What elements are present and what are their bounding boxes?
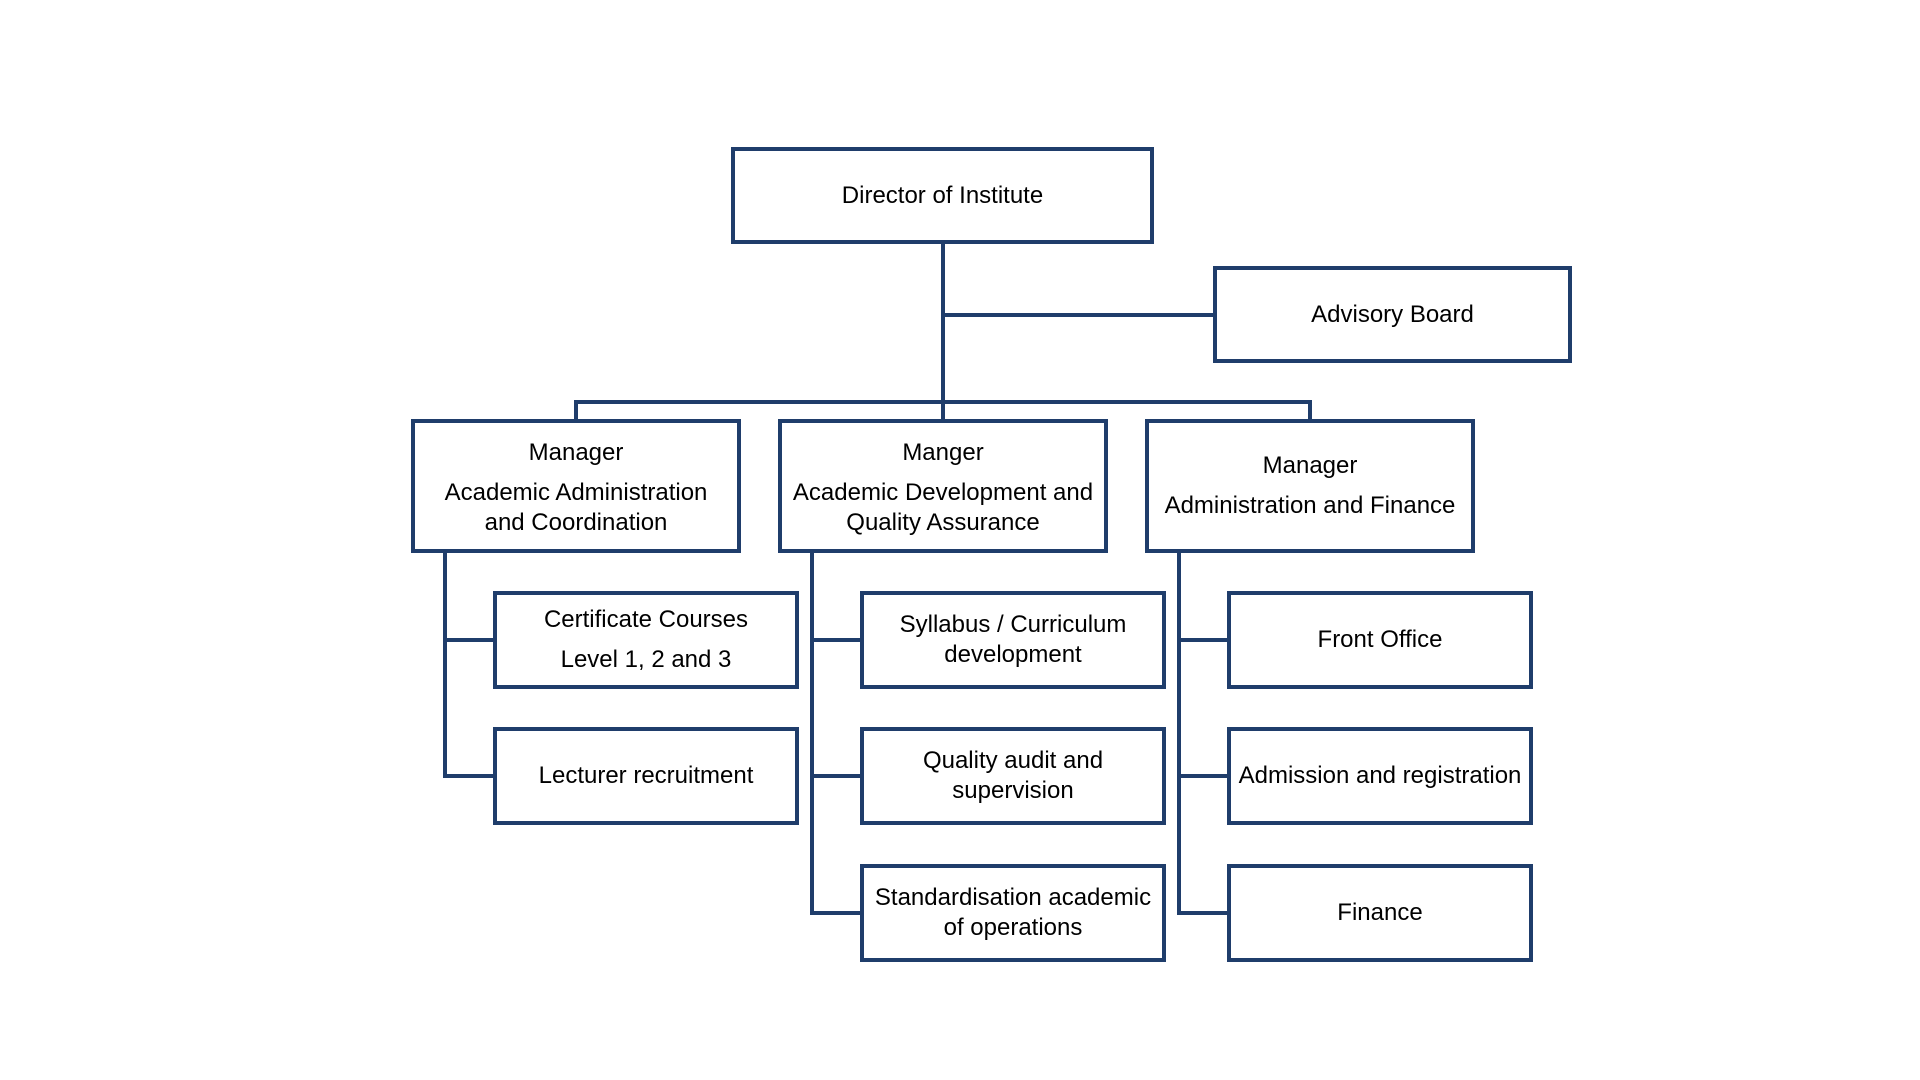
- manager-2-unit-3-line-1: Standardisation academic: [874, 884, 1152, 911]
- manager-2-unit-2-line-2: supervision: [952, 777, 1074, 804]
- manager-1-department-line-2: and Coordination: [484, 509, 668, 536]
- director-box: Director of Institute: [731, 147, 1154, 244]
- manager-3-unit-2-box: Admission and registration: [1227, 727, 1533, 825]
- manager-3-box: Manager Administration and Finance: [1145, 419, 1475, 553]
- manager-2-box: Manger Academic Development and Quality …: [778, 419, 1108, 553]
- manager-3-unit-1-line-1: Front Office: [1317, 626, 1443, 653]
- manager-3-unit-3-line-1: Finance: [1337, 899, 1423, 926]
- manager-1-title: Manager: [528, 439, 624, 466]
- manager-1-unit-1-line-2: Level 1, 2 and 3: [560, 646, 732, 673]
- manager-3-unit-1-box: Front Office: [1227, 591, 1533, 689]
- manager-2-unit-2-box: Quality audit and supervision: [860, 727, 1166, 825]
- manager-3-unit-3-box: Finance: [1227, 864, 1533, 962]
- manager-3-department-line-1: Administration and Finance: [1164, 492, 1456, 519]
- manager-1-unit-2-line-1: Lecturer recruitment: [538, 762, 754, 789]
- manager-2-unit-1-line-1: Syllabus / Curriculum: [899, 611, 1127, 638]
- manager-2-department-line-2: Quality Assurance: [846, 509, 1040, 536]
- manager-2-unit-1-line-2: development: [944, 641, 1082, 668]
- manager-2-unit-2-line-1: Quality audit and: [922, 747, 1104, 774]
- manager-3-title: Manager: [1262, 452, 1358, 479]
- manager-1-department-line-1: Academic Administration: [444, 479, 708, 506]
- manager-1-unit-2-box: Lecturer recruitment: [493, 727, 799, 825]
- advisory-board-label: Advisory Board: [1311, 300, 1474, 328]
- director-label: Director of Institute: [841, 181, 1044, 209]
- manager-2-title: Manger: [902, 439, 984, 466]
- manager-2-department-line-1: Academic Development and: [792, 479, 1094, 506]
- manager-3-unit-2-line-1: Admission and registration: [1238, 762, 1522, 789]
- manager-2-unit-3-box: Standardisation academic of operations: [860, 864, 1166, 962]
- manager-2-unit-3-line-2: of operations: [943, 914, 1083, 941]
- advisory-board-box: Advisory Board: [1213, 266, 1572, 363]
- manager-1-box: Manager Academic Administration and Coor…: [411, 419, 741, 553]
- manager-1-unit-1-line-1: Certificate Courses: [543, 606, 749, 633]
- manager-1-unit-1-box: Certificate Courses Level 1, 2 and 3: [493, 591, 799, 689]
- manager-2-unit-1-box: Syllabus / Curriculum development: [860, 591, 1166, 689]
